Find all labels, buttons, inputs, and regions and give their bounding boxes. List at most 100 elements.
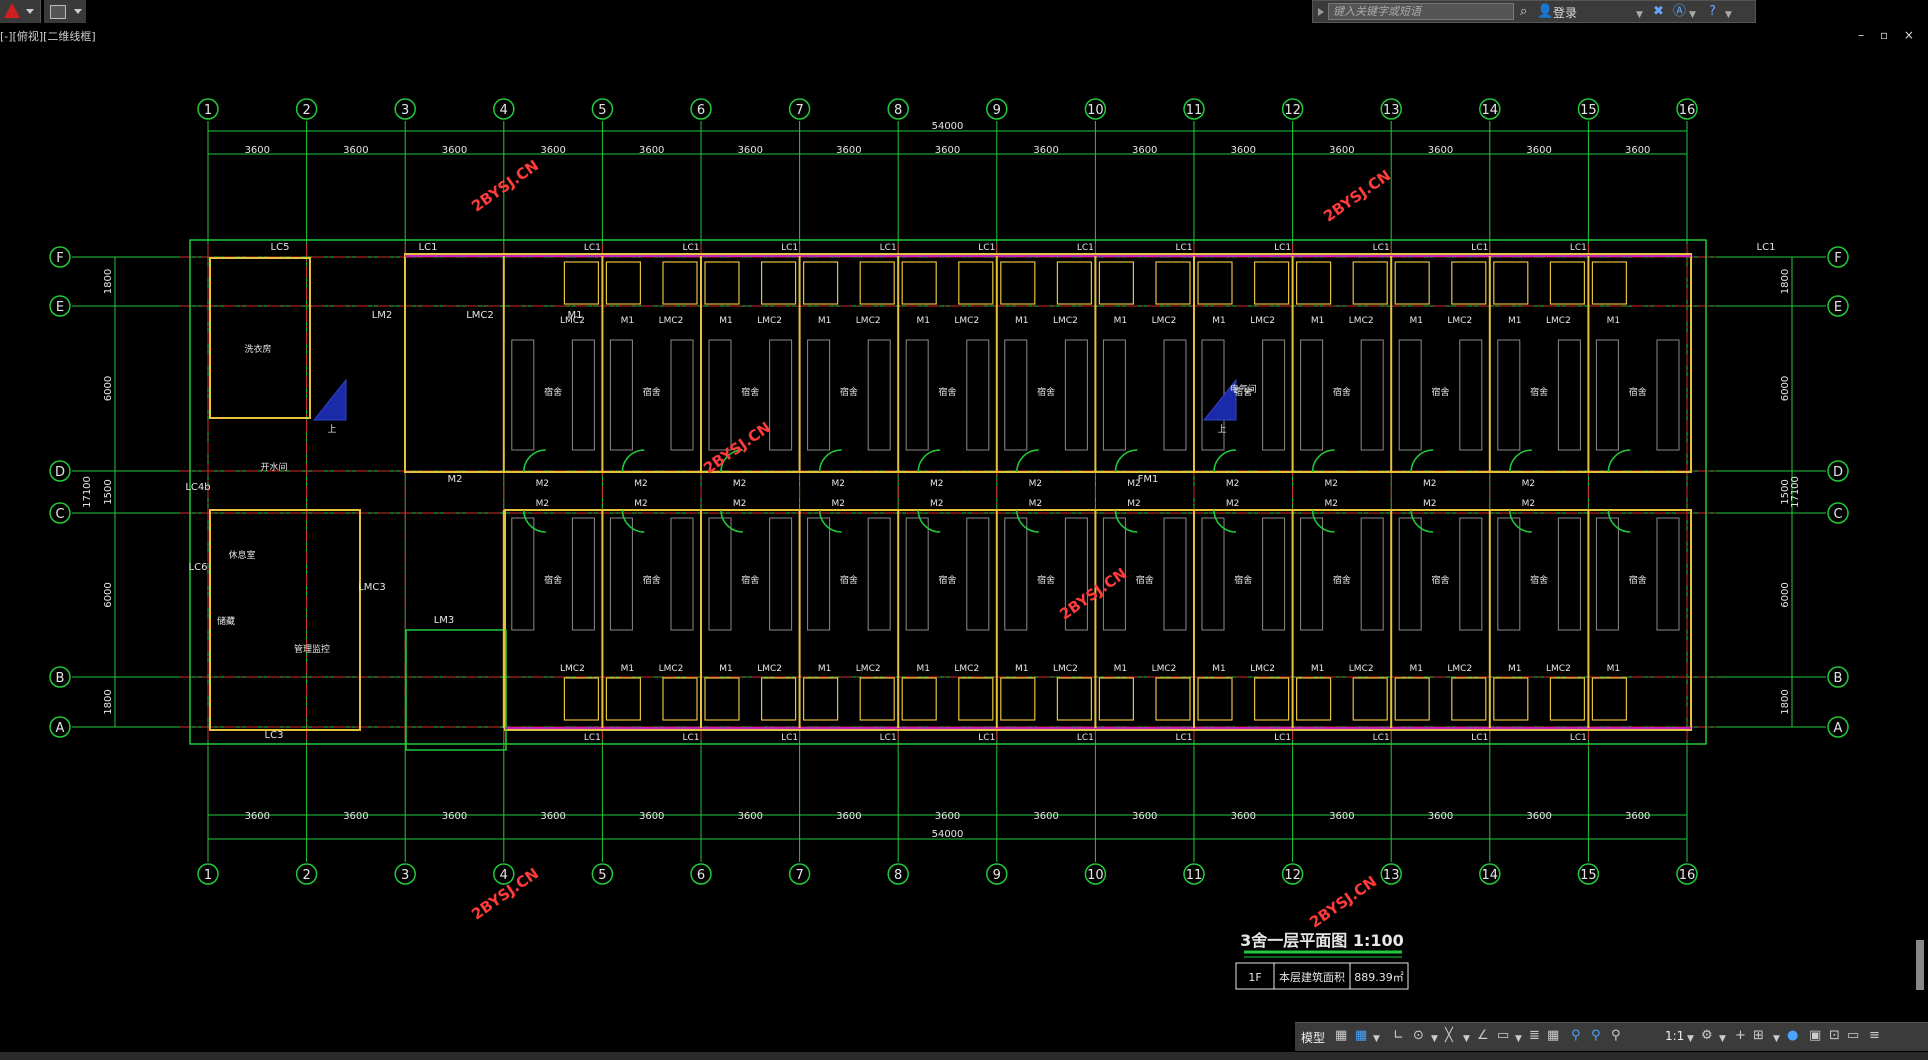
window-tag-lc1: LC1: [1274, 733, 1291, 743]
window-tag-lc1: LC1: [1077, 243, 1094, 253]
bathroom: [958, 261, 994, 305]
bed: [1459, 517, 1483, 631]
axis-bubble: [690, 863, 712, 885]
chevron-down-icon[interactable]: ▼: [1689, 10, 1696, 20]
osnap-icon[interactable]: ╳: [1445, 1028, 1453, 1043]
gear-icon[interactable]: ⚙: [1701, 1028, 1713, 1043]
axis-bubble-label: 11: [1186, 103, 1203, 118]
binoculars-icon[interactable]: ⌕: [1520, 4, 1528, 19]
axis-bubble-label: F: [1834, 251, 1841, 266]
chevron-down-icon[interactable]: ▼: [1773, 1034, 1780, 1044]
axis-bubble-label: 6: [697, 868, 705, 883]
axis-bubble: [1084, 98, 1107, 120]
room-label-dorm: 宿舍: [1530, 386, 1548, 398]
room-label-dorm: 宿舍: [643, 386, 661, 398]
door-arc: [621, 509, 645, 533]
properties-icon[interactable]: ≣: [1529, 1028, 1540, 1043]
snap-icon[interactable]: ▦: [1355, 1028, 1368, 1043]
door-window-tag: LM2: [372, 310, 393, 321]
bathroom: [1155, 261, 1191, 305]
login-label[interactable]: 登录: [1553, 6, 1578, 20]
bathroom: [1253, 677, 1290, 721]
chevron-down-icon[interactable]: ▼: [1515, 1034, 1522, 1044]
clean-screen-icon[interactable]: ⊡: [1829, 1028, 1840, 1043]
window-tag-lc1: LC1: [1471, 243, 1488, 253]
room-label-dorm: 宿舍: [1234, 574, 1252, 586]
axis-bubble-label: A: [56, 721, 65, 736]
bay-dimension-text: 3600: [1526, 811, 1551, 822]
help-icon[interactable]: ?: [1709, 4, 1716, 19]
axis-bubble-label: 6: [697, 103, 705, 118]
grid-icon[interactable]: ▦: [1335, 1028, 1348, 1043]
drawing-window-controls[interactable]: – ▫ ×: [1858, 28, 1920, 42]
expand-arrow-icon[interactable]: [1318, 8, 1324, 16]
room-label-dorm: 宿舍: [1037, 386, 1055, 398]
user-icon[interactable]: 👤: [1537, 4, 1554, 19]
isolate-objects-icon[interactable]: ●: [1787, 1028, 1799, 1043]
bed: [1497, 339, 1521, 451]
application-menu-button[interactable]: [0, 0, 41, 23]
chevron-down-icon[interactable]: ▼: [1719, 1034, 1726, 1044]
axis-bubble: [788, 98, 811, 120]
exchange-icon[interactable]: ✖: [1653, 4, 1664, 19]
axis-bubble-label: E: [1834, 300, 1842, 315]
axis-bubble: [1827, 716, 1849, 738]
bathroom: [1451, 261, 1487, 305]
door-tag-m2: M2: [1522, 479, 1536, 489]
autoscale-icon[interactable]: ⚲: [1591, 1028, 1601, 1043]
plus-icon[interactable]: +: [1735, 1028, 1746, 1043]
selection-icon[interactable]: ▦: [1547, 1028, 1560, 1043]
viewport-controls[interactable]: [-][俯视][二维线框]: [0, 30, 96, 43]
bathroom: [1549, 677, 1586, 721]
polar-icon[interactable]: ⊙: [1413, 1028, 1424, 1043]
door-window-tag: LM3: [434, 615, 455, 626]
chevron-down-icon[interactable]: ▼: [1373, 1034, 1380, 1044]
bed: [1300, 517, 1324, 631]
door-tag-m1: M1: [1508, 664, 1522, 674]
lineweight-icon[interactable]: ▭: [1497, 1028, 1510, 1043]
area-table-frame: [1235, 962, 1409, 990]
axis-bubble-label: 1: [204, 868, 212, 883]
bathroom: [1352, 677, 1388, 721]
chevron-down-icon[interactable]: ▼: [1463, 1034, 1470, 1044]
axis-bubble: [1380, 98, 1402, 120]
customization-menu-icon[interactable]: ≡: [1869, 1028, 1880, 1043]
otrack-icon[interactable]: ∠: [1477, 1028, 1489, 1043]
axis-bubble-label: 3: [401, 103, 409, 118]
hardware-acceleration-icon[interactable]: ▣: [1809, 1028, 1822, 1043]
chevron-down-icon[interactable]: ▼: [1725, 10, 1732, 20]
axis-bubble-label: 15: [1580, 868, 1597, 883]
annotation-visibility-icon[interactable]: ⚲: [1571, 1028, 1581, 1043]
chevron-down-icon[interactable]: ▼: [1636, 10, 1643, 20]
model-tab[interactable]: 模型: [1301, 1031, 1326, 1045]
search-input[interactable]: [1328, 3, 1514, 20]
bed: [1497, 517, 1521, 631]
annotation-scale[interactable]: 1:1: [1665, 1029, 1685, 1043]
workspace-switch-icon[interactable]: ⊞: [1753, 1028, 1764, 1043]
door-tag-lmc2: LMC2: [560, 664, 585, 674]
annotation-scale-icon[interactable]: ⚲: [1611, 1028, 1621, 1043]
axis-bubble: [49, 295, 71, 317]
room-label-dorm: 宿舍: [1431, 574, 1449, 586]
bed: [1163, 339, 1187, 451]
ortho-icon[interactable]: ∟: [1393, 1028, 1404, 1043]
entrance-porch: [405, 629, 507, 751]
bay-dimension-text: 3600: [442, 811, 467, 822]
bay-dimension-text: 3600: [1428, 145, 1453, 156]
quick-access-toolbar[interactable]: [44, 0, 86, 23]
clean-screen-icon[interactable]: ▭: [1847, 1028, 1860, 1043]
axis-bubble: [1380, 863, 1402, 885]
autodesk-icon[interactable]: Ⓐ: [1673, 4, 1687, 19]
axis-bubble: [887, 98, 909, 120]
command-line[interactable]: [0, 1052, 1928, 1060]
scrollbar[interactable]: [1916, 940, 1924, 990]
bed: [1360, 517, 1384, 631]
door-tag-m2: M2: [1127, 499, 1141, 509]
bathroom: [1591, 677, 1628, 721]
chevron-down-icon[interactable]: ▼: [1687, 1034, 1694, 1044]
side-dimension-text: 6000: [103, 582, 114, 607]
axis-bubble: [591, 863, 614, 885]
chevron-down-icon[interactable]: ▼: [1431, 1034, 1438, 1044]
bed: [867, 517, 891, 631]
